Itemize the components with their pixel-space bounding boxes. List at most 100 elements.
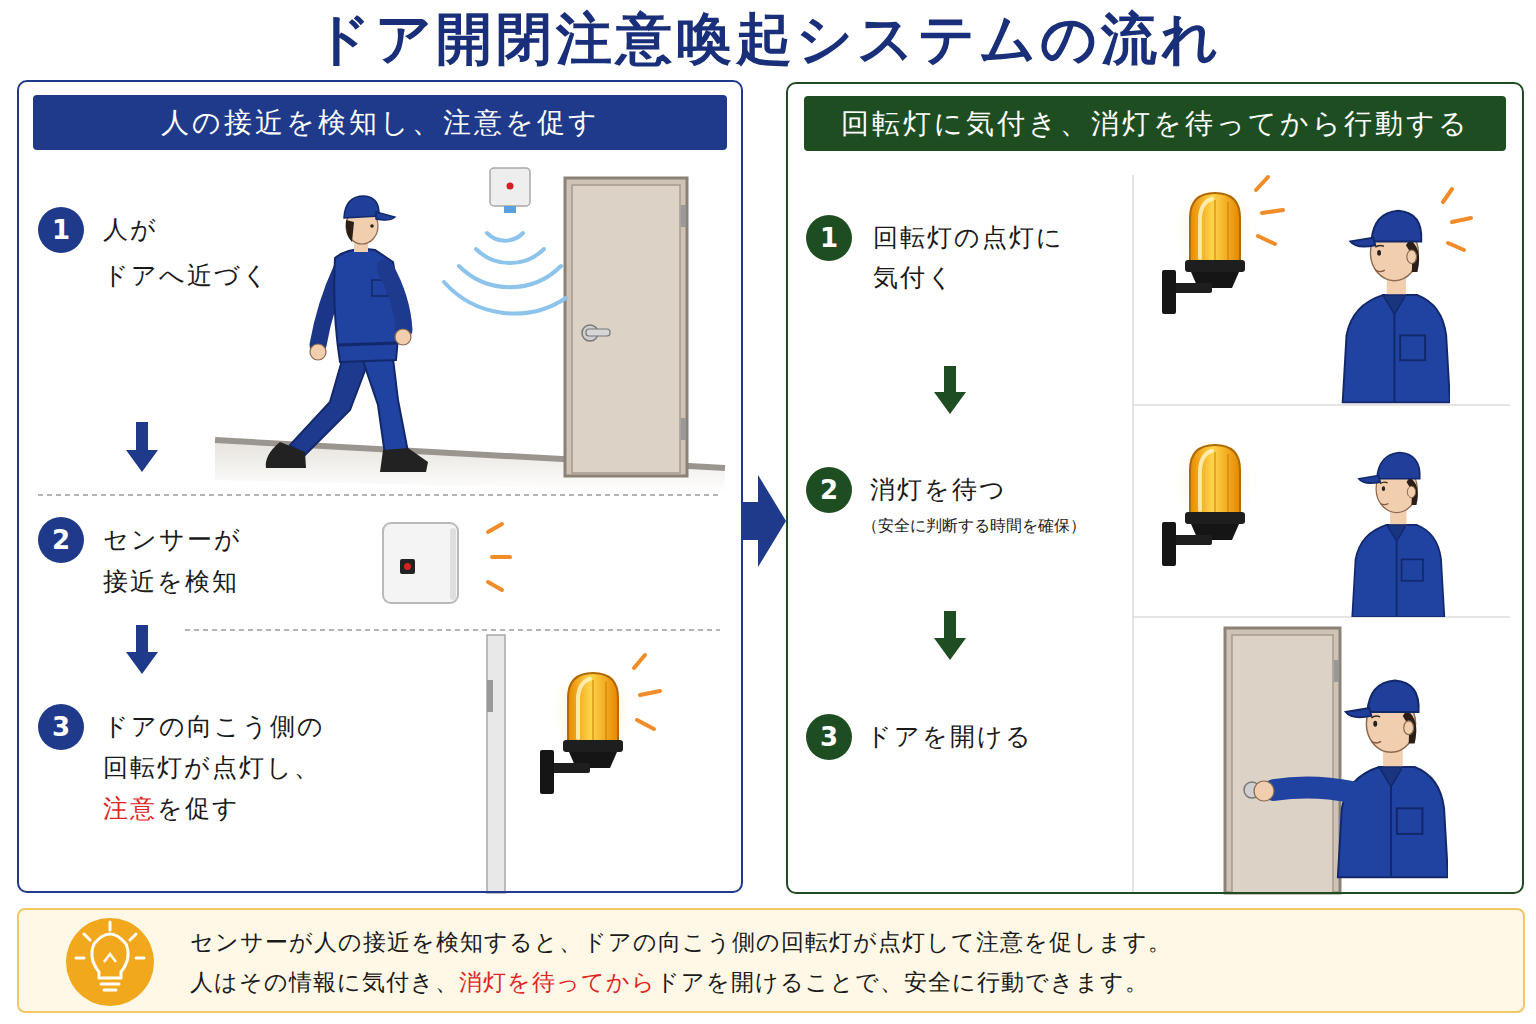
step-number: 2 bbox=[806, 467, 852, 513]
step-item: 1人が ドアへ近づく bbox=[38, 207, 278, 422]
text-column: ドアを開ける bbox=[866, 717, 1062, 757]
note-text: （安全に判断する時間を確保） bbox=[862, 510, 1122, 542]
walking-worker bbox=[344, 196, 379, 218]
flow-arrow bbox=[126, 625, 158, 674]
text-line: 注意を促す bbox=[103, 788, 334, 829]
bulb-icon bbox=[92, 934, 128, 978]
text-column: 消灯を待つ（安全に判断する時間を確保） bbox=[870, 470, 1122, 542]
walking-worker bbox=[380, 448, 428, 472]
scene-divider bbox=[1132, 175, 1134, 893]
beacon-noticed-scene bbox=[1343, 211, 1450, 403]
beacon-noticed-scene bbox=[1258, 236, 1275, 244]
walking-worker bbox=[360, 350, 408, 455]
opening-door-scene bbox=[1334, 660, 1339, 682]
panel-heading: 人の接近を検知し、注意を促す bbox=[161, 105, 600, 140]
summary-ground bbox=[17, 908, 1525, 1013]
walking-worker bbox=[346, 220, 354, 242]
bulb-icon bbox=[130, 934, 136, 940]
step-text: 人はその情報に気付き、 bbox=[190, 969, 459, 995]
beacon-noticed-scene bbox=[1162, 186, 1259, 314]
step-text: 注意 bbox=[103, 794, 157, 823]
bulb-icon bbox=[104, 989, 116, 992]
sensor-box bbox=[383, 523, 458, 603]
step-text: ドアを開ける bbox=[866, 717, 1062, 757]
step-item: 2 センサーが 接近を検知 bbox=[38, 472, 283, 625]
bulb-icon bbox=[136, 957, 144, 960]
step-number: 1 bbox=[806, 215, 852, 261]
step-text: を促す bbox=[157, 794, 240, 823]
step-text: ドアの向こう側の 回転灯が点灯し、 bbox=[103, 706, 334, 788]
bulb-icon bbox=[76, 957, 84, 960]
walking-worker bbox=[310, 344, 326, 360]
opening-door-scene bbox=[1225, 628, 1448, 893]
sensor-box bbox=[492, 555, 510, 559]
text-line: 人が ドアへ近づく bbox=[103, 207, 274, 299]
panel-heading: 回転灯に気付き、消灯を待ってから行動する bbox=[841, 106, 1470, 141]
step-number: 2 bbox=[38, 517, 84, 563]
step-item: 1 回転灯の点灯に 気付く bbox=[806, 218, 1076, 366]
wall-and-beacon bbox=[487, 635, 505, 893]
heading-band: 人の接近を検知し、注意を促す bbox=[33, 95, 727, 150]
text-column: 人が ドアへ近づく bbox=[103, 207, 274, 299]
text-line: センサーが人の接近を検知すると、ドアの向こう側の回転灯が点灯して注意を促します。 bbox=[190, 922, 1519, 962]
step-item: 3ドアを開ける bbox=[806, 660, 1066, 761]
diagram-title: ドア開閉注意喚起システムの流れ bbox=[0, 4, 1536, 74]
door-drawing bbox=[565, 178, 687, 476]
door-drawing bbox=[586, 329, 610, 336]
beacon-noticed-scene bbox=[1256, 177, 1268, 190]
wall-and-beacon bbox=[640, 691, 660, 695]
ceiling-sensor bbox=[444, 168, 566, 314]
walking-worker bbox=[385, 268, 404, 330]
step-text: 人が ドアへ近づく bbox=[103, 207, 274, 299]
walking-worker bbox=[290, 350, 372, 455]
flow-arrow bbox=[126, 422, 158, 472]
step-separator bbox=[38, 495, 720, 630]
step-text: 消灯を待つ bbox=[870, 470, 1122, 510]
door-drawing bbox=[572, 185, 680, 473]
flow-arrow bbox=[934, 366, 966, 414]
opening-door-scene bbox=[1225, 628, 1340, 893]
waiting-scene bbox=[1352, 452, 1444, 617]
opening-door-scene bbox=[1338, 681, 1448, 878]
opening-door-scene bbox=[1232, 635, 1333, 893]
step-separator bbox=[185, 629, 720, 631]
text-line: ドアを開ける bbox=[866, 717, 1062, 757]
walking-worker bbox=[266, 442, 306, 468]
opening-door-scene bbox=[1274, 787, 1352, 792]
scene-divider bbox=[1133, 616, 1510, 618]
sensor-box bbox=[404, 563, 411, 570]
walking-worker bbox=[395, 329, 411, 345]
text-column: センサーが 接近を検知 bbox=[103, 519, 279, 603]
text-line: センサーが 接近を検知 bbox=[103, 519, 279, 603]
summary-box: センサーが人の接近を検知すると、ドアの向こう側の回転灯が点灯して注意を促します。… bbox=[17, 908, 1525, 1013]
bulb-icon bbox=[104, 954, 116, 962]
text-column: 回転灯の点灯に 気付く bbox=[873, 218, 1072, 298]
door-drawing bbox=[681, 418, 686, 440]
ceiling-sensor bbox=[507, 183, 514, 190]
ceiling-sensor bbox=[476, 249, 544, 263]
waiting-scene bbox=[1162, 438, 1259, 566]
sensor-box bbox=[400, 559, 415, 574]
step-text: センサーが人の接近を検知すると、ドアの向こう側の回転灯が点灯して注意を促します。 bbox=[190, 922, 1519, 962]
flow-arrow bbox=[934, 611, 966, 660]
text-line: ドアの向こう側の 回転灯が点灯し、 bbox=[103, 706, 334, 788]
step-item: 3ドアの向こう側の 回転灯が点灯し、注意を促す bbox=[38, 674, 338, 834]
step-text: センサーが 接近を検知 bbox=[103, 519, 279, 603]
wall-and-beacon bbox=[487, 635, 660, 893]
flow-panel: 回転灯に気付き、消灯を待ってから行動する 1 回転灯の点灯に 気付く 2 消灯を待つ（安… bbox=[786, 82, 1524, 894]
text-column: センサーが人の接近を検知すると、ドアの向こう側の回転灯が点灯して注意を促します。… bbox=[190, 922, 1519, 1002]
step-item: 2 消灯を待つ（安全に判断する時間を確保） bbox=[806, 414, 1126, 611]
bulb-icon bbox=[66, 918, 154, 1006]
text-line: 回転灯の点灯に 気付く bbox=[873, 218, 1072, 298]
walking-worker bbox=[370, 224, 374, 228]
door-drawing bbox=[565, 178, 687, 476]
wall-and-beacon bbox=[634, 655, 645, 668]
beacon-noticed-scene bbox=[1162, 177, 1471, 402]
ceiling-sensor bbox=[487, 233, 523, 241]
bulb-icon bbox=[66, 918, 154, 1006]
sensor-box bbox=[488, 524, 502, 532]
flow-arrow bbox=[743, 475, 786, 567]
step-separator bbox=[38, 494, 720, 496]
